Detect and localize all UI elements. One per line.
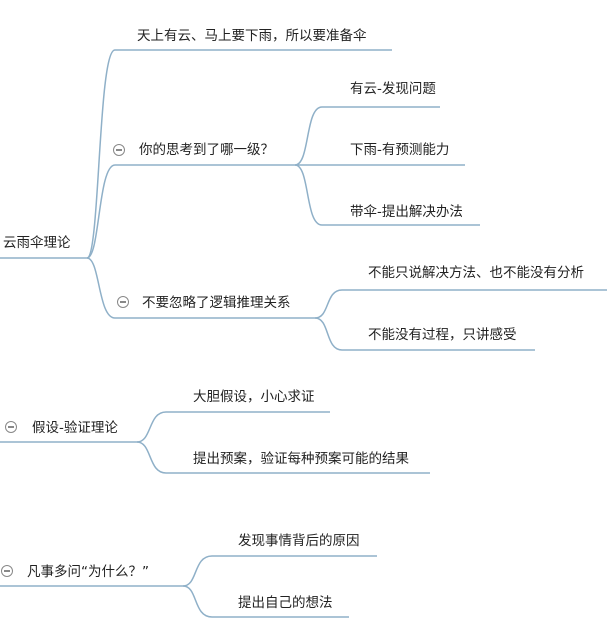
link-root-n3 — [86, 257, 315, 319]
topic-root[interactable]: 云雨伞理论 — [3, 235, 71, 251]
topic[interactable]: 不能只说解决方法、也不能没有分析 — [368, 265, 584, 281]
link-why-c1 — [182, 555, 377, 587]
topic[interactable]: 下雨-有预测能力 — [350, 142, 450, 158]
topic[interactable]: 大胆假设，小心求证 — [193, 389, 315, 405]
link-n2-c3 — [294, 164, 480, 226]
topic[interactable]: 有云-发现问题 — [350, 81, 436, 97]
topic[interactable]: 提出预案，验证每种预案可能的结果 — [193, 451, 409, 467]
topic[interactable]: 假设-验证理论 — [32, 420, 118, 436]
topic[interactable]: 不要忽略了逻辑推理关系 — [142, 295, 291, 311]
topic[interactable]: 凡事多问“为什么？” — [27, 564, 149, 580]
topic[interactable]: 发现事情背后的原因 — [238, 533, 360, 549]
collapse-icon[interactable] — [5, 421, 17, 433]
collapse-icon[interactable] — [117, 296, 129, 308]
link-why-c2 — [182, 585, 349, 618]
topic[interactable]: 提出自己的想法 — [238, 595, 333, 611]
collapse-icon[interactable] — [113, 144, 125, 156]
link-n3-c2 — [314, 317, 535, 351]
link-root-n2 — [86, 164, 295, 259]
link-n3-c1 — [314, 289, 607, 319]
topic[interactable]: 你的思考到了哪一级？ — [139, 142, 274, 158]
topic[interactable]: 天上有云、马上要下雨，所以要准备伞 — [137, 28, 367, 44]
collapse-icon[interactable] — [1, 565, 13, 577]
link-n2-c1 — [294, 106, 440, 166]
topic[interactable]: 不能没有过程，只讲感受 — [368, 327, 517, 343]
link-hyp-c2 — [136, 441, 430, 474]
link-hyp-c1 — [136, 411, 330, 443]
link-root-n1 — [86, 49, 392, 259]
topic[interactable]: 带伞-提出解决办法 — [350, 204, 463, 220]
